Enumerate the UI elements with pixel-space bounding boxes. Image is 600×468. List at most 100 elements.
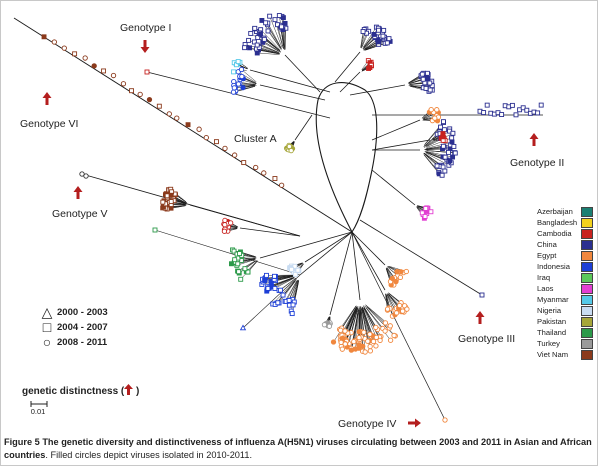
phylogenetic-tree — [13, 13, 544, 428]
tree-tip — [440, 143, 446, 149]
tree-tip — [91, 63, 97, 69]
tree-tip — [380, 33, 386, 39]
genetic-distinctness-label: genetic distinctness ( ) — [22, 384, 139, 397]
tree-tip — [389, 275, 396, 282]
tree-tip — [360, 343, 366, 349]
legend-item: Iraq — [537, 272, 593, 283]
legend-swatch — [581, 294, 593, 305]
branch — [360, 31, 364, 48]
branch — [388, 292, 402, 303]
period-row-1: △ 2000 - 2003 — [40, 304, 108, 321]
tree-tip — [367, 65, 373, 70]
tree-tip — [82, 55, 88, 61]
branch — [284, 28, 287, 50]
tree-tip — [214, 139, 219, 145]
tree-tip — [129, 88, 134, 94]
tree-tip — [275, 300, 281, 306]
tree-tip — [238, 66, 245, 73]
tree-tip — [222, 145, 228, 152]
branch — [146, 71, 331, 119]
tree-tip — [391, 332, 397, 339]
branch — [257, 52, 280, 55]
tree-tip — [265, 285, 271, 291]
distinctness-text: genetic distinctness ( — [22, 386, 125, 397]
tree-tip — [278, 182, 285, 188]
branch — [371, 139, 431, 151]
branch — [351, 231, 446, 421]
branch — [154, 229, 301, 276]
branch — [240, 251, 257, 258]
tree-tip — [166, 111, 172, 117]
branch — [259, 47, 280, 54]
tree-tip — [423, 85, 429, 91]
branch — [304, 231, 353, 263]
tree-tip — [160, 199, 166, 205]
legend-label: Indonesia — [537, 262, 570, 271]
branch — [363, 307, 380, 338]
tree-tip — [237, 251, 243, 256]
tree-tip — [221, 228, 228, 234]
legend-label: Nigeria — [537, 306, 562, 315]
tree-tip — [330, 339, 337, 345]
tree-tip — [263, 20, 269, 26]
tree-tip — [393, 278, 399, 285]
tree-tip — [72, 51, 78, 57]
tree-tip — [360, 29, 366, 34]
branch — [264, 39, 282, 53]
tree-tip — [381, 27, 387, 33]
branch — [359, 219, 483, 296]
tree-tip — [382, 320, 389, 326]
tree-tip — [101, 68, 107, 74]
branch — [339, 71, 361, 93]
tree-tip — [479, 292, 485, 298]
branch — [361, 33, 367, 49]
tree-tip — [252, 25, 258, 31]
legend-item: Indonesia — [537, 261, 593, 272]
period-label: 2000 - 2003 — [57, 307, 108, 318]
branch — [285, 280, 298, 302]
tree-tip — [185, 122, 191, 128]
branch — [241, 69, 257, 83]
tree-tip — [144, 69, 150, 75]
tree-tip — [484, 102, 490, 108]
tree-tip — [356, 335, 362, 341]
branch — [259, 231, 353, 259]
tree-tip — [342, 341, 348, 347]
tree-tip — [382, 328, 388, 334]
branch — [371, 169, 416, 206]
branch — [265, 275, 294, 278]
branch — [347, 306, 358, 334]
legend-item: Nigeria — [537, 305, 593, 316]
tree-tip — [239, 73, 245, 80]
legend-label: Laos — [537, 284, 554, 293]
tree-tip — [235, 81, 242, 87]
legend-swatch — [581, 327, 593, 338]
tree-tip — [403, 268, 410, 275]
tree-tip — [272, 17, 278, 23]
tree-tip — [269, 283, 275, 289]
tree-tip — [427, 80, 433, 86]
branch — [262, 42, 281, 53]
branch — [354, 308, 360, 341]
tree-tip — [280, 292, 286, 298]
legend-item: Turkey — [537, 338, 593, 349]
tree-tip — [146, 96, 153, 103]
tree-tip — [267, 13, 273, 19]
tree-tip — [203, 134, 209, 141]
tree-tip — [439, 172, 445, 178]
tree-tip — [248, 30, 254, 36]
genotype-4-label: Genotype IV — [338, 418, 397, 430]
tree-tip — [434, 107, 440, 113]
branch — [426, 141, 453, 149]
tree-tip — [367, 343, 373, 350]
branch — [361, 306, 370, 335]
tree-tip — [238, 276, 244, 282]
branch — [361, 308, 368, 342]
tree-tip — [290, 302, 296, 308]
tree-tip — [261, 170, 267, 176]
branch — [267, 30, 282, 51]
tree-tip — [253, 164, 259, 171]
legend-label: Cambodia — [537, 229, 572, 238]
tree-tip — [168, 199, 174, 204]
